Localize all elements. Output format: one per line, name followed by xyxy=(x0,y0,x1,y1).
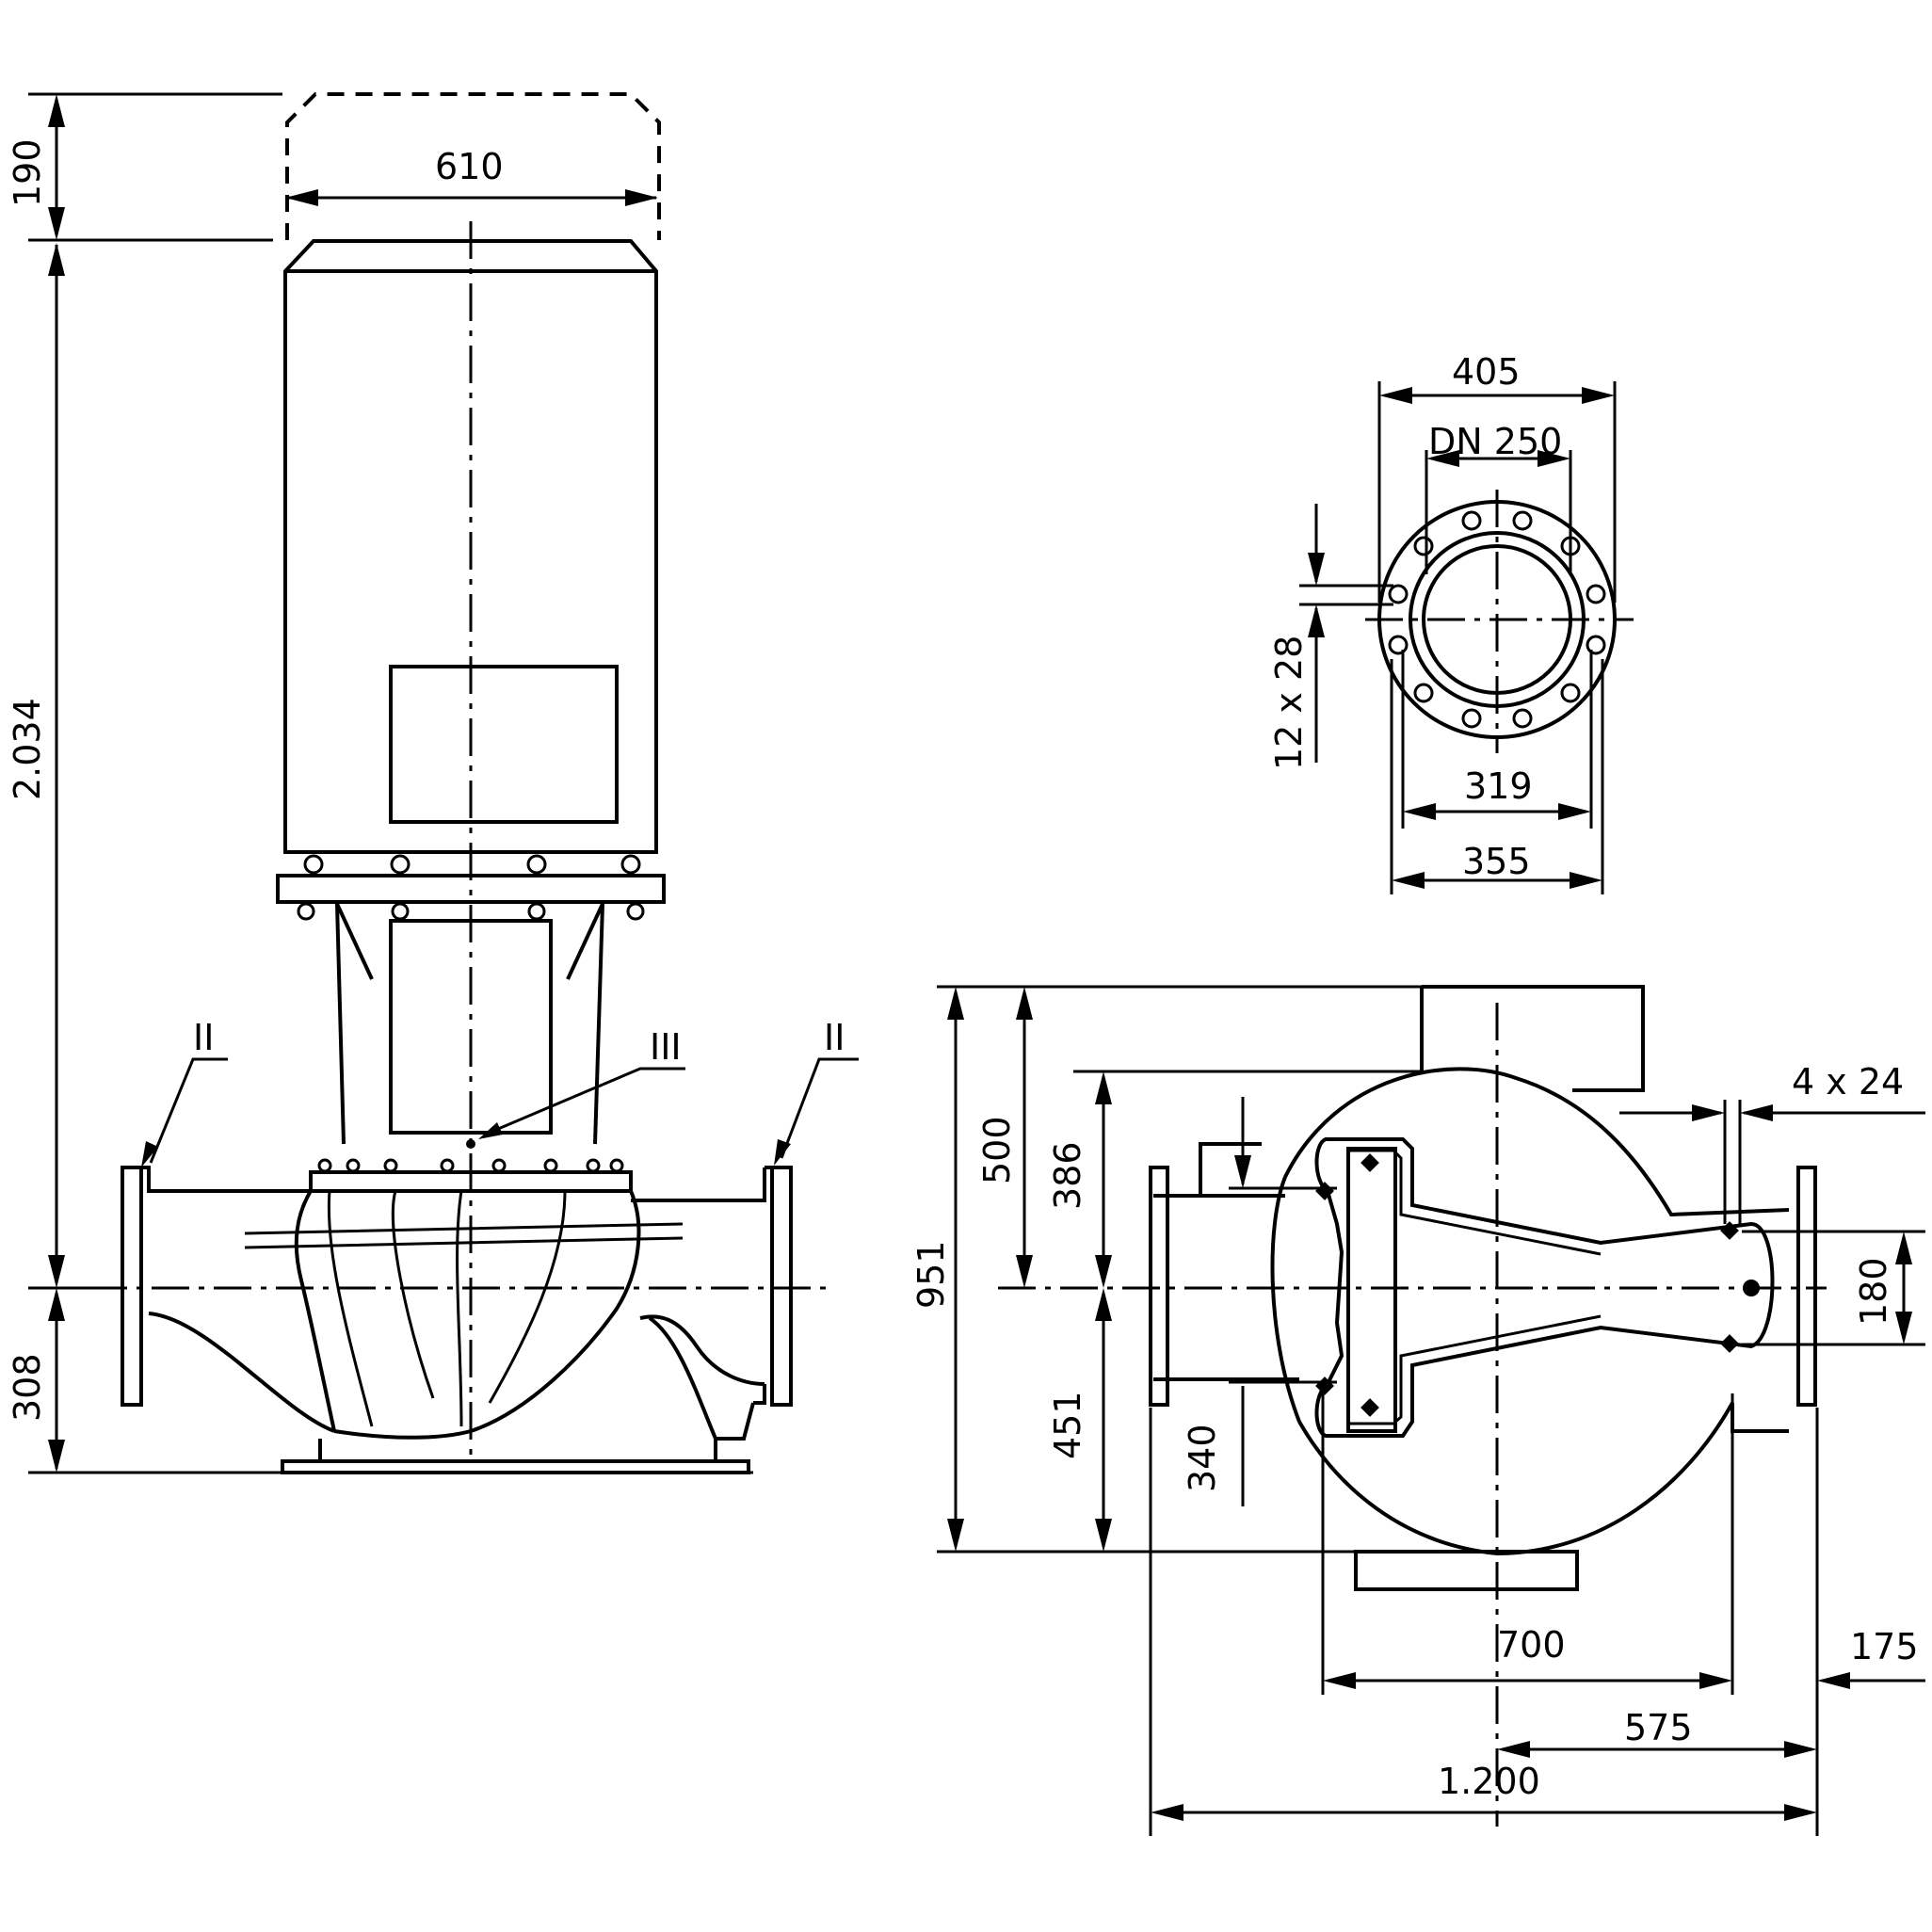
dim-386: 386 xyxy=(1047,1141,1088,1210)
dim-500: 500 xyxy=(976,1116,1018,1184)
dim-951: 951 xyxy=(910,1240,952,1309)
discharge-flange xyxy=(770,1166,793,1407)
lantern-bracket xyxy=(335,903,604,1145)
terminal-box xyxy=(389,665,619,824)
callout-right-flange: II xyxy=(774,1017,859,1166)
dim-308: 308 xyxy=(7,1353,48,1422)
base-plate xyxy=(281,1459,750,1474)
dim-4x24: 4 x 24 xyxy=(1792,1061,1904,1103)
callout-seal: III xyxy=(466,1026,685,1149)
side-elevation-view: II II III 190 610 2.034 xyxy=(7,92,859,1474)
dim-12x28: 12 x 28 xyxy=(1268,636,1310,770)
dim-451: 451 xyxy=(1047,1391,1088,1459)
callout-left-label: II xyxy=(193,1017,214,1058)
dim-405: 405 xyxy=(1452,351,1521,393)
dim-610: 610 xyxy=(435,146,504,187)
dim-355: 355 xyxy=(1462,841,1531,882)
suction-flange xyxy=(121,1166,143,1407)
callout-right-label: II xyxy=(824,1017,845,1058)
plan-right-flange xyxy=(1796,1166,1817,1407)
dim-340: 340 xyxy=(1182,1424,1223,1492)
dim-175: 175 xyxy=(1850,1626,1919,1667)
motor-plan-outline xyxy=(1420,985,1645,1092)
dim-1200: 1.200 xyxy=(1438,1761,1540,1802)
flange-view: 405 DN 250 12 x 28 319 355 xyxy=(1268,351,1634,894)
dim-180: 180 xyxy=(1853,1257,1894,1326)
motor-bolts xyxy=(297,854,645,921)
dim-2034: 2.034 xyxy=(7,698,48,800)
pump-cover-bolts xyxy=(317,1158,624,1173)
dim-190: 190 xyxy=(7,138,48,207)
dim-319: 319 xyxy=(1464,765,1533,807)
motor-clearance-outline xyxy=(285,92,661,240)
dim-700: 700 xyxy=(1497,1624,1566,1666)
callout-seal-label: III xyxy=(650,1026,682,1068)
foot-plan xyxy=(1354,1550,1579,1591)
dim-dn250: DN 250 xyxy=(1428,421,1562,462)
callout-left-flange: II xyxy=(141,1017,228,1167)
flange-bolt-holes xyxy=(1388,510,1606,729)
dim-575: 575 xyxy=(1624,1707,1693,1748)
plan-foot-bolts xyxy=(1315,1153,1760,1417)
plan-view: 951 500 386 451 340 4 x 24 xyxy=(910,985,1925,1836)
plan-left-flange xyxy=(1149,1166,1169,1407)
